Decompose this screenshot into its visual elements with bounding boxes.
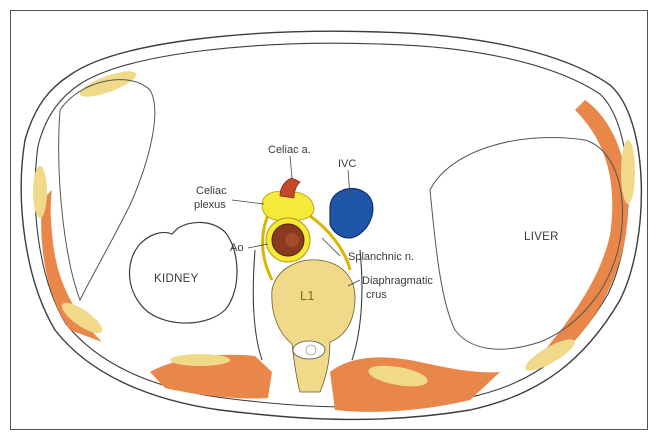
- label-kidney: KIDNEY: [154, 273, 199, 285]
- fat-pad-right: [621, 140, 635, 204]
- label-diaphragmatic-line2: crus: [366, 289, 387, 301]
- fat-pad-right-lower: [522, 334, 578, 376]
- aorta-lumen: [285, 233, 299, 247]
- label-diaphragmatic-line1: Diaphragmatic: [362, 275, 433, 287]
- label-celiac-a: Celiac a.: [268, 144, 311, 156]
- fat-pad-left: [33, 166, 47, 218]
- leader-splanchnic: [322, 238, 340, 256]
- label-vertebra: L1: [300, 288, 314, 303]
- fat-pad-top-left: [77, 66, 139, 102]
- label-ivc: IVC: [338, 158, 356, 170]
- spinal-cord: [306, 345, 316, 355]
- label-liver: LIVER: [524, 231, 559, 243]
- leader-celiac-plexus: [232, 200, 264, 204]
- leader-ao: [248, 244, 268, 248]
- label-celiac-plexus-line1: Celiac: [196, 185, 227, 197]
- leader-celiac-a: [290, 156, 292, 178]
- fat-pad-back-left: [170, 354, 230, 366]
- label-splanchnic: Splanchnic n.: [348, 251, 414, 263]
- right-lateral-muscle: [540, 100, 628, 360]
- liver-outline: [430, 137, 623, 349]
- label-ao: Ao: [230, 242, 243, 254]
- label-celiac-plexus-line2: plexus: [194, 199, 226, 211]
- ivc-vessel: [330, 189, 373, 238]
